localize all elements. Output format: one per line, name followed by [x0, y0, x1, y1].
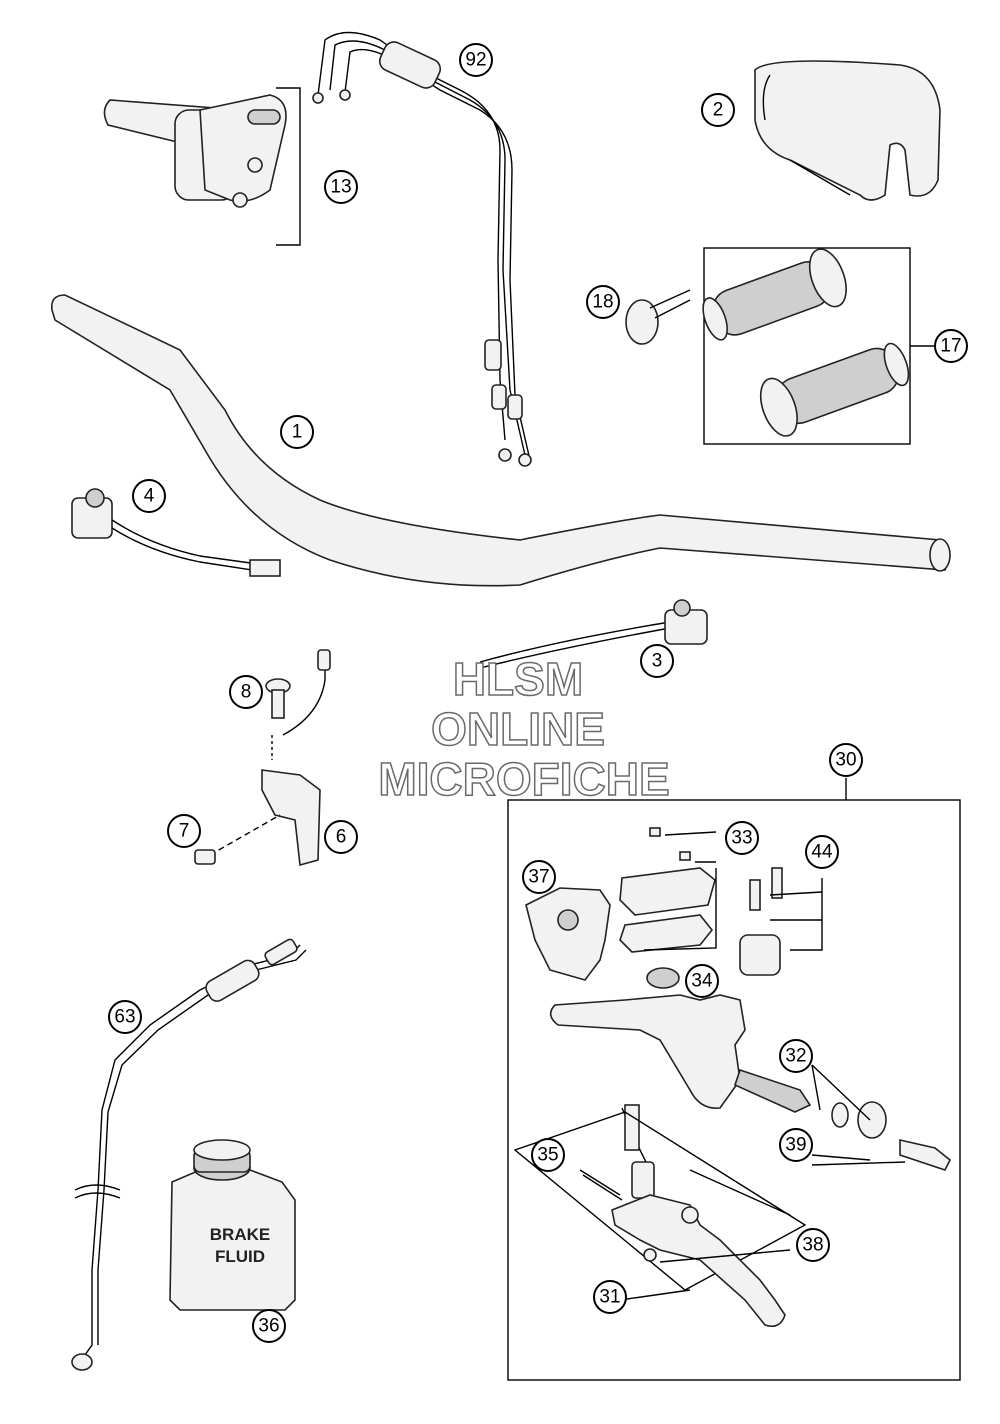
bottle-label-line2: FLUID: [215, 1247, 265, 1266]
svg-text:7: 7: [179, 821, 190, 842]
svg-text:17: 17: [940, 336, 961, 357]
svg-text:18: 18: [592, 292, 613, 313]
svg-text:2: 2: [713, 100, 724, 121]
callout-36: 36: [252, 1309, 286, 1343]
svg-text:36: 36: [258, 1316, 279, 1337]
callout-32: 32: [779, 1039, 813, 1073]
throttle-cables: [312, 31, 532, 467]
watermark: HLSM ONLINE MICROFICHE: [378, 652, 671, 806]
sensor-bracket: [194, 649, 331, 867]
master-cylinder-assembly: [507, 778, 961, 1381]
callout-4: 4: [132, 479, 166, 513]
watermark-line3: MICROFICHE: [378, 753, 669, 805]
svg-text:30: 30: [835, 750, 856, 771]
svg-text:92: 92: [465, 50, 486, 71]
callout-1: 1: [280, 415, 314, 449]
callout-92: 92: [459, 43, 493, 77]
callout-34: 34: [685, 964, 719, 998]
svg-text:13: 13: [330, 177, 351, 198]
callout-13: 13: [324, 170, 358, 204]
throttle-assembly: [103, 87, 301, 246]
brake-fluid-bottle: BRAKE FLUID: [169, 1139, 296, 1311]
callout-18: 18: [586, 285, 620, 319]
cable-tie: [625, 289, 691, 345]
right-switch: [479, 599, 708, 669]
svg-text:63: 63: [114, 1007, 135, 1028]
svg-text:37: 37: [528, 867, 549, 888]
svg-text:3: 3: [652, 651, 663, 672]
svg-text:4: 4: [144, 486, 155, 507]
svg-text:39: 39: [785, 1135, 806, 1156]
callout-33: 33: [725, 821, 759, 855]
svg-text:8: 8: [241, 682, 252, 703]
callout-35: 35: [531, 1138, 565, 1172]
callout-44: 44: [805, 835, 839, 869]
svg-text:35: 35: [537, 1145, 558, 1166]
callout-8: 8: [229, 675, 263, 709]
bottle-label-line1: BRAKE: [210, 1225, 270, 1244]
brake-line: [71, 938, 307, 1371]
callout-37: 37: [522, 860, 556, 894]
callout-30: 30: [829, 743, 863, 777]
svg-text:32: 32: [785, 1046, 806, 1067]
callout-39: 39: [779, 1128, 813, 1162]
callout-17: 17: [934, 329, 968, 363]
svg-text:6: 6: [336, 827, 347, 848]
callout-7: 7: [167, 814, 201, 848]
handlebar-pad: [754, 60, 941, 201]
svg-text:38: 38: [802, 1235, 823, 1256]
callout-63: 63: [108, 1000, 142, 1034]
callout-31: 31: [593, 1280, 627, 1314]
svg-text:34: 34: [691, 971, 713, 992]
callout-2: 2: [701, 93, 735, 127]
svg-text:1: 1: [292, 422, 303, 443]
grips-set: [702, 247, 935, 445]
svg-text:33: 33: [731, 828, 752, 849]
svg-text:31: 31: [599, 1287, 620, 1308]
handlebar: [50, 294, 951, 587]
left-switch: [71, 488, 281, 577]
callout-6: 6: [324, 820, 358, 854]
watermark-line1: HLSM: [453, 653, 583, 705]
svg-text:44: 44: [811, 842, 833, 863]
callout-3: 3: [640, 644, 674, 678]
watermark-line2: ONLINE: [431, 703, 605, 755]
callout-38: 38: [796, 1228, 830, 1262]
